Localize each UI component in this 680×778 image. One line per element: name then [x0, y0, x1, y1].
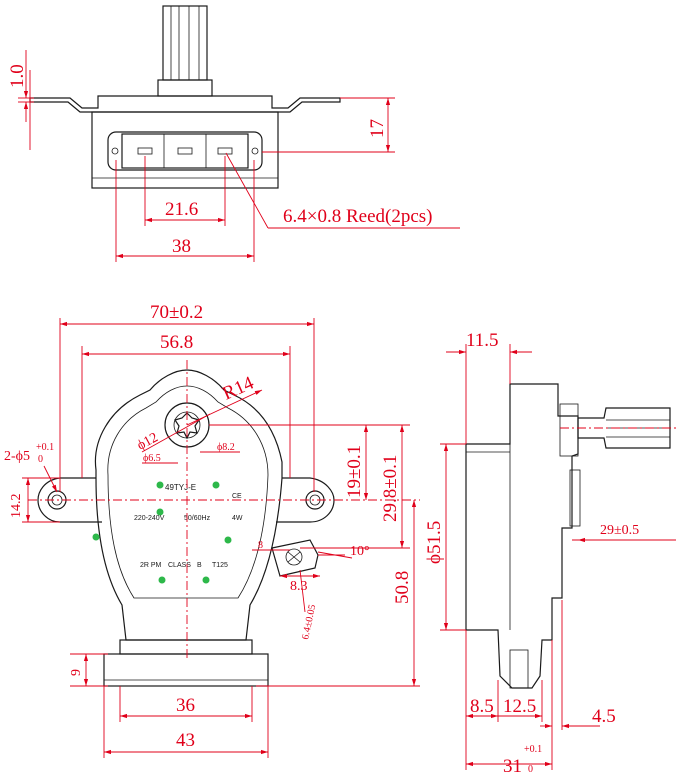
label-temp: T125 [212, 562, 228, 569]
reed-note: 6.4×0.8 Reed(2pcs) [283, 206, 433, 227]
dim-6-4: 6.4±0.05 [300, 604, 318, 641]
label-ce: CE [232, 493, 242, 500]
dim-2phi5: 2-ϕ5 [4, 449, 30, 464]
dim-14-2: 14.2 [9, 494, 24, 519]
dim-9: 9 [69, 669, 84, 676]
dim-31-sub: 0 [528, 764, 533, 775]
dim-12-5: 12.5 [503, 696, 536, 717]
dim-2phi5-sup: +0.1 [36, 442, 54, 453]
dim-phi8-2: ϕ8.2 [217, 442, 235, 453]
reed-terminal-1 [137, 147, 153, 155]
dim-phi51-5: ϕ51.5 [424, 521, 445, 564]
dim-8-3: 8.3 [290, 579, 308, 594]
label-speed: 2R PM [140, 562, 162, 569]
side-body-outline [465, 383, 579, 689]
dim-phi6-5: ϕ6.5 [143, 453, 161, 464]
top-body [91, 111, 279, 189]
dim-56-8: 56.8 [160, 332, 193, 353]
dim-31: 31 [503, 756, 522, 777]
dim-31-sup: +0.1 [524, 744, 542, 755]
front-view: 49TYJ-E CE 220-240V 50/60Hz 4W 2R PM CLA… [4, 302, 420, 758]
dim-21-6: 21.6 [165, 199, 198, 220]
top-shaft [157, 5, 213, 97]
top-view: 1.0 17 21.6 38 6.4×0.8 Reed(2pcs) [7, 5, 460, 262]
dim-8-5: 8.5 [470, 696, 494, 717]
label-class-val: B [197, 562, 202, 569]
dim-1-0: 1.0 [7, 64, 28, 88]
dim-29: 29±0.5 [600, 523, 639, 538]
label-voltage: 220-240V [134, 515, 165, 522]
top-mounting-plate [29, 95, 341, 113]
dim-17: 17 [367, 119, 388, 138]
dim-8: 8 [258, 540, 263, 551]
label-freq: 50/60Hz [184, 515, 211, 522]
dim-11-5: 11.5 [466, 330, 499, 351]
dim-50-8: 50.8 [392, 571, 413, 604]
front-body-outline [94, 369, 283, 641]
reed-terminal-3 [217, 147, 233, 155]
dim-r14: R14 [219, 372, 257, 404]
label-power: 4W [232, 515, 243, 522]
terminal-connector [271, 539, 319, 577]
dim-phi12: ϕ12 [135, 430, 161, 453]
reed-terminal-2 [177, 147, 193, 155]
label-model: 49TYJ-E [165, 483, 196, 492]
dim-38: 38 [172, 236, 191, 257]
dim-19: 19±0.1 [344, 445, 365, 498]
dim-10deg: 10° [350, 544, 370, 559]
dim-29-8: 29.8±0.1 [380, 455, 401, 522]
dim-43: 43 [176, 730, 195, 751]
label-class: CLASS [168, 562, 191, 569]
front-base [103, 653, 269, 687]
dim-70: 70±0.2 [150, 302, 203, 323]
status-dots [92, 481, 232, 584]
dim-4-5: 4.5 [592, 706, 616, 727]
dim-2phi5-sub: 0 [38, 454, 43, 465]
dim-36: 36 [176, 695, 195, 716]
side-view: 11.5 ϕ51.5 29±0.5 8.5 12.5 4.5 31 +0.1 0 [424, 330, 676, 777]
